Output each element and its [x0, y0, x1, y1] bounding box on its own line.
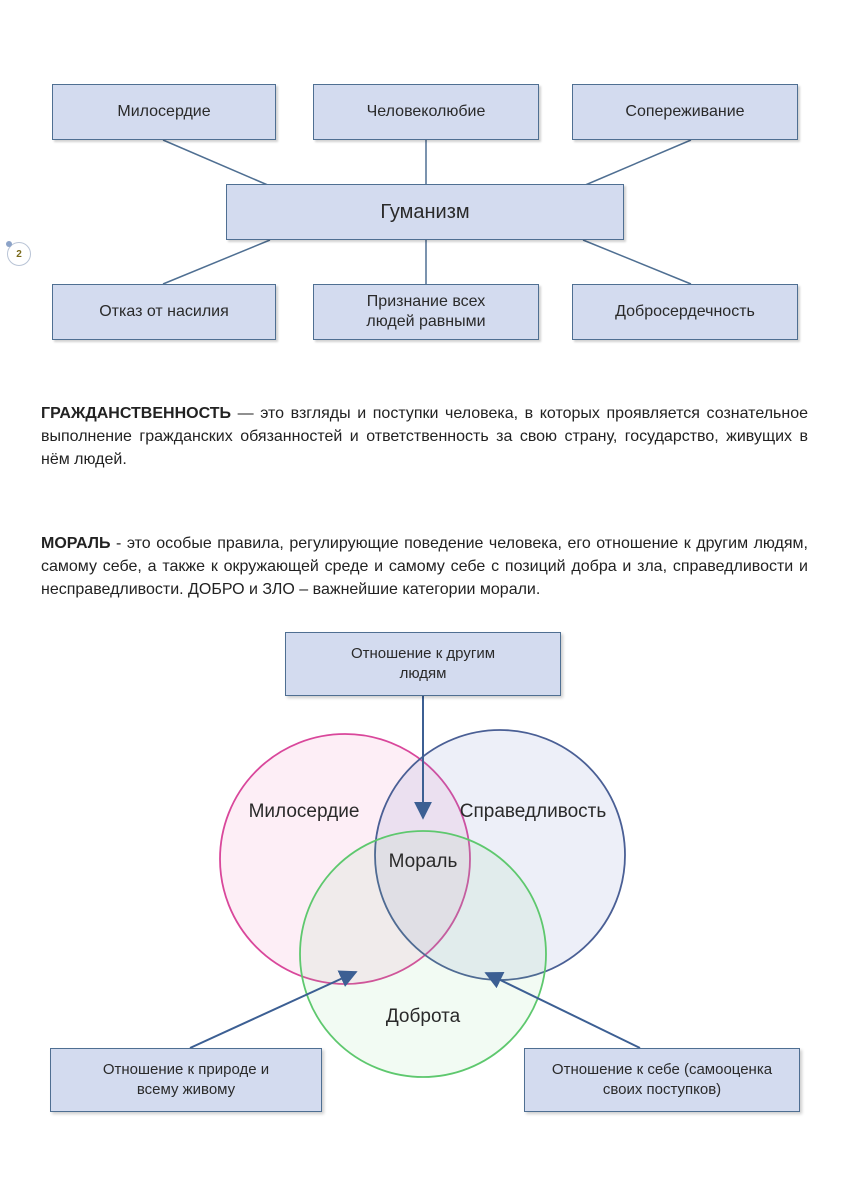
citizenship-term: ГРАЖДАНСТВЕННОСТЬ	[41, 405, 231, 422]
humanism-diagram: Милосердие Человеколюбие Сопереживание Г…	[38, 68, 810, 350]
morality-definition: МОРАЛЬ - это особые правила, регулирующи…	[41, 532, 808, 601]
box-relation-nature: Отношение к природе и всему живому	[50, 1048, 322, 1112]
venn-label-kindness: Доброта	[385, 1006, 461, 1027]
citizenship-definition: ГРАЖДАНСТВЕННОСТЬ — это взгляды и поступ…	[41, 402, 808, 471]
humanism-top-box-1: Милосердие	[52, 84, 276, 140]
page-number-badge: 2	[6, 241, 31, 266]
badge-dot-icon	[6, 241, 12, 247]
humanism-top-box-2: Человеколюбие	[313, 84, 539, 140]
humanism-top-box-3: Сопереживание	[572, 84, 798, 140]
humanism-center-box: Гуманизм	[226, 184, 624, 240]
citizenship-text: — это взгляды и поступки человека, в кот…	[41, 405, 808, 468]
page-number: 2	[16, 248, 22, 260]
arrow-left	[189, 970, 358, 1049]
humanism-bottom-box-3: Добросердечность	[572, 284, 798, 340]
humanism-connector-lines	[162, 139, 692, 285]
venn-label-justice: Справедливость	[459, 801, 607, 822]
box-relation-self: Отношение к себе (самооценка своих посту…	[524, 1048, 800, 1112]
venn-label-morality: Мораль	[388, 851, 458, 872]
venn-graphic	[189, 696, 641, 1078]
venn-circle-kindness	[299, 830, 547, 1078]
humanism-bottom-box-2: Признание всех людей равными	[313, 284, 539, 340]
arrow-right	[484, 972, 641, 1049]
venn-label-mercy: Милосердие	[248, 801, 360, 822]
morality-term: МОРАЛЬ	[41, 535, 111, 552]
morality-venn-diagram: Милосердие Справедливость Мораль Доброта…	[40, 622, 810, 1122]
morality-text: - это особые правила, регулирующие повед…	[41, 535, 808, 598]
humanism-bottom-box-1: Отказ от насилия	[52, 284, 276, 340]
box-relation-others: Отношение к другим людям	[285, 632, 561, 696]
